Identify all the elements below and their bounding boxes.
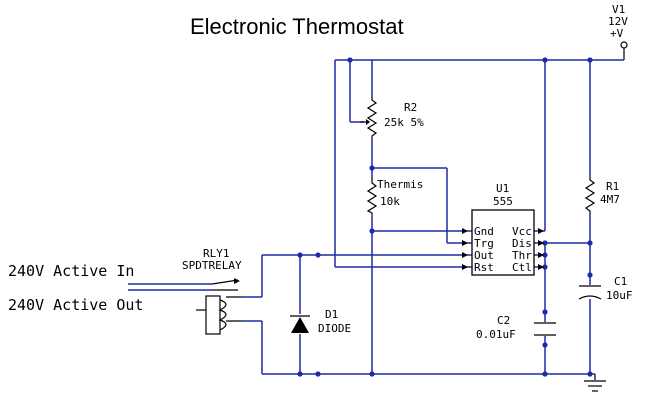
power-source-v1: V1 12V +V — [608, 3, 628, 60]
thermistor: Thermis 10k — [366, 178, 423, 215]
u1-pin-vcc: Vcc — [512, 225, 532, 238]
relay-switch-arm — [211, 279, 239, 285]
r1-value-label: 4M7 — [600, 193, 620, 206]
v1-ref-label: V1 — [612, 3, 625, 16]
u1-ref-label: U1 — [496, 182, 509, 195]
vcc-terminal-icon — [620, 41, 628, 49]
diode-icon — [291, 317, 309, 333]
d1-ref-label: D1 — [325, 308, 338, 321]
u1-pin-dis: Dis — [512, 237, 532, 250]
potentiometer-r2: R2 25k 5% — [360, 95, 424, 140]
c2-value-label: 0.01uF — [476, 328, 516, 341]
r2-value-label: 25k 5% — [384, 116, 424, 129]
c2-ref-label: C2 — [497, 314, 510, 327]
ground-icon — [584, 374, 606, 392]
diagram-title: Electronic Thermostat — [190, 14, 404, 39]
u1-pin-trg: Trg — [474, 237, 494, 250]
v1-node-label: +V — [610, 27, 624, 40]
u1-pin-thr: Thr — [512, 249, 532, 262]
thermistor-ref-label: Thermis — [377, 178, 423, 191]
ic-u1-555: U1 555 Gnd Trg Out Rst Vcc Dis Thr Ctl — [462, 182, 544, 276]
capacitor-c2: C2 0.01uF — [476, 314, 556, 341]
rly1-ref-label: RLY1 — [203, 247, 230, 260]
u1-value-label: 555 — [493, 195, 513, 208]
relay-coil-icon — [205, 295, 221, 335]
v1-value-label: 12V — [608, 15, 628, 28]
c1-value-label: 10uF — [606, 289, 633, 302]
r2-ref-label: R2 — [404, 101, 417, 114]
u1-pin-out: Out — [474, 249, 494, 262]
r1-ref-label: R1 — [606, 180, 619, 193]
relay-rly1: RLY1 SPDTRELAY — [182, 247, 243, 335]
u1-pin-rst: Rst — [474, 261, 494, 274]
c1-ref-label: C1 — [614, 275, 627, 288]
u1-pin-ctl: Ctl — [512, 261, 532, 274]
wires — [128, 59, 624, 375]
rly1-value-label: SPDTRELAY — [182, 259, 242, 272]
capacitor-c1: C1 10uF — [578, 275, 633, 302]
active-out-label: 240V Active Out — [8, 296, 143, 314]
diode-d1: D1 DIODE — [290, 308, 351, 335]
resistor-r1: R1 4M7 — [584, 175, 620, 213]
active-in-label: 240V Active In — [8, 262, 134, 280]
thermistor-value-label: 10k — [380, 195, 400, 208]
junction-dots — [297, 57, 593, 377]
u1-pin-gnd: Gnd — [474, 225, 494, 238]
d1-value-label: DIODE — [318, 322, 351, 335]
